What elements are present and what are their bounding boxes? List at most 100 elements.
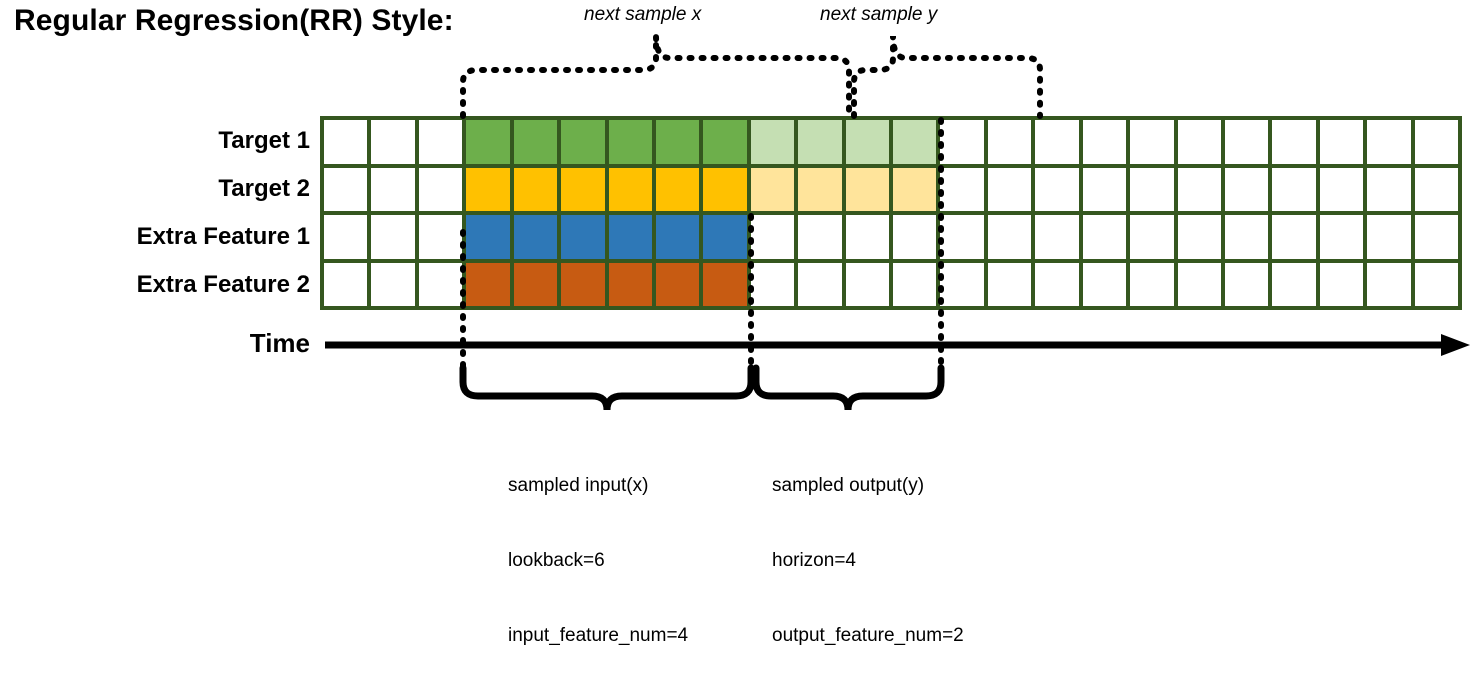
grid-cell-input: [466, 262, 510, 306]
grid-cell-empty: [1082, 167, 1127, 211]
caption-sampled-input: sampled input(x) lookback=6 input_featur…: [508, 423, 688, 673]
grid-cell-input: [561, 120, 605, 164]
grid-cell-empty: [1130, 167, 1174, 211]
grid-cell-input: [513, 120, 558, 164]
next-sample-x-label: next sample x: [584, 4, 702, 25]
grid-cell-empty: [324, 167, 368, 211]
grid-cell-empty: [987, 120, 1032, 164]
grid-cell-empty: [987, 262, 1032, 306]
grid-cell-empty: [1414, 262, 1458, 306]
grid-cell-empty: [1130, 215, 1174, 259]
grid-cell-empty: [1319, 215, 1364, 259]
grid-cell-empty: [324, 262, 368, 306]
grid-cell-input: [703, 120, 747, 164]
grid-cell-empty: [845, 215, 889, 259]
grid-cell-input: [655, 262, 700, 306]
grid-cell-empty: [1035, 215, 1079, 259]
time-axis-label: Time: [249, 328, 310, 358]
grid-cell-empty: [418, 167, 463, 211]
grid-cell-empty: [1130, 120, 1174, 164]
caption-output-line2: horizon=4: [772, 550, 856, 571]
grid-cell-empty: [1367, 262, 1411, 306]
grid-cell-empty: [1177, 215, 1221, 259]
caption-sampled-output: sampled output(y) horizon=4 output_featu…: [772, 423, 964, 673]
grid-cell-empty: [1082, 215, 1127, 259]
grid-cell-empty: [1272, 167, 1316, 211]
row-label-extra-feature-2: Extra Feature 2: [136, 271, 310, 298]
grid-cell-empty: [1367, 120, 1411, 164]
grid-cell-input: [655, 167, 700, 211]
caption-output-line1: sampled output(y): [772, 475, 925, 496]
grid-cell-output: [845, 167, 889, 211]
grid-cell-output: [750, 167, 795, 211]
grid-cell-empty: [893, 262, 937, 306]
grid-cell-input: [655, 120, 700, 164]
grid-cell-empty: [1177, 120, 1221, 164]
row-label-target-2: Target 2: [218, 175, 310, 202]
time-axis-arrow: [325, 334, 1470, 356]
grid-cell-output: [893, 120, 937, 164]
grid-cell-empty: [1035, 167, 1079, 211]
page-title: Regular Regression(RR) Style:: [14, 4, 454, 37]
grid-cell-empty: [1272, 262, 1316, 306]
grid-cell-input: [608, 215, 652, 259]
caption-input-line2: lookback=6: [508, 550, 605, 571]
dotted-brace-input: [460, 35, 852, 119]
grid-cell-input: [655, 215, 700, 259]
grid-cell-empty: [418, 262, 463, 306]
grid-cell-input: [513, 167, 558, 211]
grid-cell-empty: [1414, 215, 1458, 259]
grid-cell-empty: [1319, 120, 1364, 164]
grid-cell-empty: [940, 120, 984, 164]
solid-brace-output: [752, 364, 945, 411]
grid-cell-empty: [1082, 262, 1127, 306]
grid-cell-input: [608, 120, 652, 164]
grid-cell-empty: [1272, 120, 1316, 164]
grid-cell-input: [513, 215, 558, 259]
grid-cell-empty: [1224, 262, 1269, 306]
grid-cell-output: [798, 120, 842, 164]
grid-cell-input: [466, 120, 510, 164]
grid-cell-output: [893, 167, 937, 211]
grid-cell-output: [798, 167, 842, 211]
grid-cell-empty: [1319, 262, 1364, 306]
grid-cell-output: [845, 120, 889, 164]
grid-cell-empty: [1177, 262, 1221, 306]
row-label-target-1: Target 1: [218, 127, 310, 154]
grid-cell-empty: [1367, 167, 1411, 211]
dotted-brace-output: [851, 35, 1043, 119]
grid-cell-empty: [1224, 120, 1269, 164]
grid-cell-input: [608, 167, 652, 211]
grid-cell-empty: [1224, 167, 1269, 211]
grid-cell-input: [466, 215, 510, 259]
grid-cell-empty: [798, 215, 842, 259]
grid-cell-output: [750, 120, 795, 164]
grid-cell-empty: [893, 215, 937, 259]
grid-cell-empty: [371, 262, 415, 306]
grid-cell-empty: [1414, 120, 1458, 164]
grid-cell-empty: [324, 215, 368, 259]
grid-cell-empty: [987, 215, 1032, 259]
grid-cell-input: [561, 262, 605, 306]
caption-input-line1: sampled input(x): [508, 475, 649, 496]
grid-cell-empty: [1272, 215, 1316, 259]
caption-output-line3: output_feature_num=2: [772, 625, 964, 646]
solid-brace-input: [459, 364, 755, 411]
grid-cell-empty: [798, 262, 842, 306]
next-sample-y-label: next sample y: [820, 4, 938, 25]
grid-cell-empty: [1035, 120, 1079, 164]
grid-cell-empty: [1082, 120, 1127, 164]
grid-cell-input: [466, 167, 510, 211]
grid-cell-empty: [750, 215, 795, 259]
grid-cell-input: [703, 167, 747, 211]
grid-cell-empty: [940, 262, 984, 306]
grid-cell-input: [608, 262, 652, 306]
grid-cell-empty: [1319, 167, 1364, 211]
grid-cell-input: [513, 262, 558, 306]
grid-cell-empty: [987, 167, 1032, 211]
grid-cell-empty: [371, 215, 415, 259]
grid-cell-empty: [1224, 215, 1269, 259]
grid-cell-empty: [418, 215, 463, 259]
grid-cell-empty: [845, 262, 889, 306]
caption-input-line3: input_feature_num=4: [508, 625, 689, 646]
